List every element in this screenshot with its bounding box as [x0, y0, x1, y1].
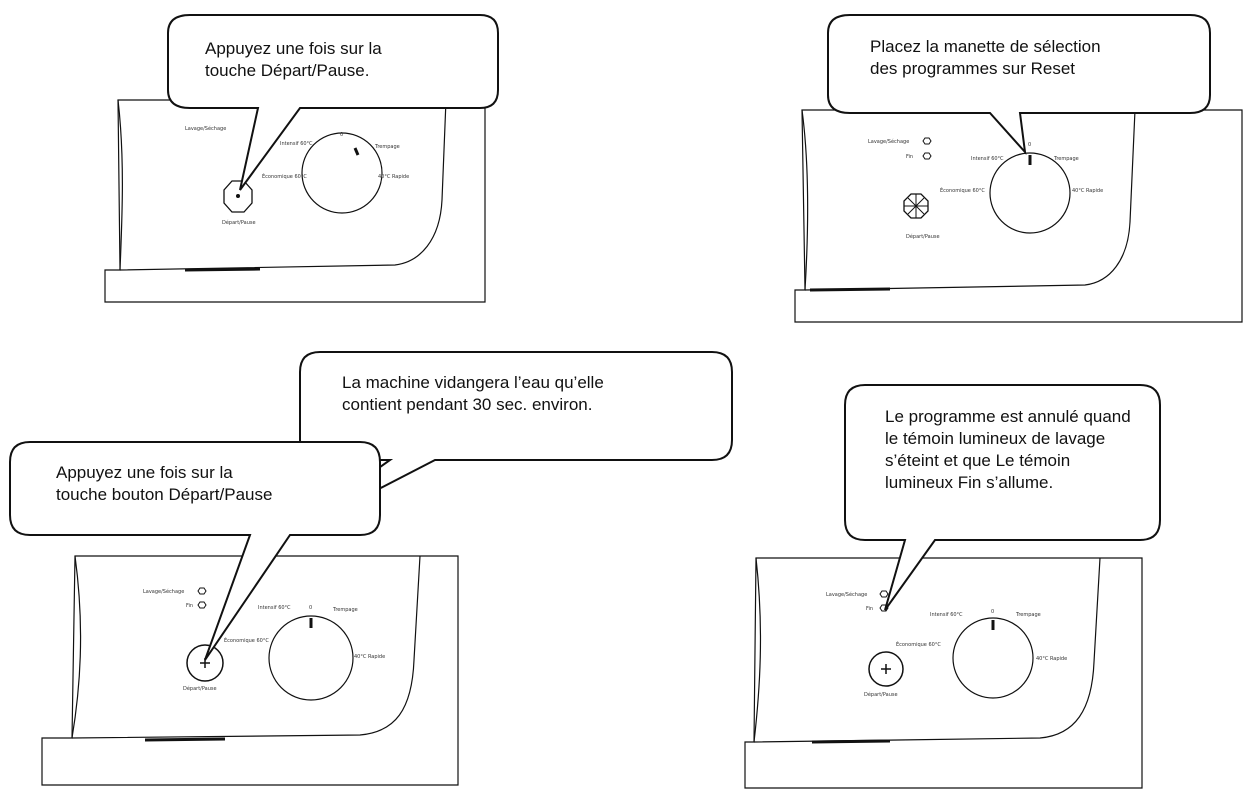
callout-text-3: Appuyez une fois sur la touche bouton Dé… [56, 463, 273, 504]
callout-bubble-4 [844, 384, 1161, 611]
callout-bubble-2 [827, 14, 1211, 156]
control-panel-outline [104, 99, 486, 303]
dial-label-eco: Économique 60°C [224, 636, 269, 644]
panel-1: 0 Trempage 40°C Rapide Économique 60°C I… [0, 0, 620, 320]
panel-dark-edge [811, 739, 891, 744]
panel-dark-edge [144, 737, 226, 742]
panel-4: 0 Trempage 40°C Rapide Économique 60°C I… [740, 370, 1260, 792]
indicator-label-fin: Fin [906, 154, 913, 160]
panel-4-drawing: 0 Trempage 40°C Rapide Économique 60°C I… [744, 384, 1161, 789]
indicator-label-wash: Lavage/Séchage [826, 591, 867, 598]
dial-label-intensive: Intensif 60°C [280, 141, 313, 147]
panel-left-edge [801, 109, 809, 291]
button-label: Départ/Pause [222, 219, 256, 226]
panel-curve [71, 555, 421, 739]
control-panel-outline [744, 557, 1143, 789]
start-pause-button[interactable] [903, 193, 929, 219]
dial-label-rinse: Trempage [332, 607, 358, 613]
dial-label-rapid: 40°C Rapide [378, 174, 409, 180]
program-dial[interactable] [989, 152, 1071, 234]
panel-left-edge [753, 557, 762, 743]
fin-indicator-icon [197, 601, 207, 609]
dial-label-rinse: Trempage [374, 144, 400, 150]
button-center-dot [236, 194, 240, 198]
dial-label-rinse: Trempage [1053, 156, 1079, 162]
indicator-label-wash: Lavage/Séchage [868, 138, 909, 145]
dial-label-zero: 0 [1028, 142, 1031, 148]
button-label: Départ/Pause [906, 233, 940, 240]
panel-1-drawing: 0 Trempage 40°C Rapide Économique 60°C I… [104, 14, 499, 303]
dial-label-eco: Économique 60°C [896, 640, 941, 648]
panel-dark-edge [184, 267, 261, 272]
dial-label-zero: 0 [340, 132, 343, 138]
callout-bubble-3 [9, 441, 381, 661]
dial-label-zero: 0 [991, 609, 994, 615]
panel-2: 0 Trempage 40°C Rapide Économique 60°C I… [630, 0, 1260, 330]
program-dial[interactable] [268, 615, 354, 701]
indicator-label-wash: Lavage/Séchage [143, 588, 184, 595]
panel-dark-edge [809, 287, 891, 292]
panel-curve [804, 109, 1136, 291]
dial-label-intensive: Intensif 60°C [971, 156, 1004, 162]
dial-label-rapid: 40°C Rapide [354, 654, 385, 660]
panel-left-edge [117, 99, 123, 271]
callout-bubble-1 [167, 14, 499, 191]
callout-text-3-top: La machine vidangera l’eau qu’elle conti… [342, 373, 604, 414]
fin-indicator-icon [922, 152, 932, 160]
panel-2-drawing: 0 Trempage 40°C Rapide Économique 60°C I… [794, 14, 1243, 323]
wash-indicator-icon [197, 587, 207, 595]
start-pause-button[interactable] [186, 644, 224, 682]
wash-indicator-icon [879, 590, 889, 598]
dial-label-intensive: Intensif 60°C [258, 605, 291, 611]
dial-pointer [353, 147, 360, 156]
panel-3: 0 Trempage 40°C Rapide Économique 60°C I… [0, 330, 740, 792]
dial-label-rapid: 40°C Rapide [1072, 188, 1103, 194]
panel-curve [753, 557, 1101, 743]
panel-curve [119, 99, 447, 271]
dial-label-zero: 0 [309, 605, 312, 611]
wash-indicator-icon [922, 137, 932, 145]
indicator-label-wash: Lavage/Séchage [185, 125, 226, 132]
dial-label-intensive: Intensif 60°C [930, 612, 963, 618]
dial-label-rinse: Trempage [1015, 612, 1041, 618]
program-dial[interactable] [301, 132, 383, 214]
indicator-label-fin: Fin [186, 603, 193, 609]
program-dial[interactable] [952, 617, 1034, 699]
button-label: Départ/Pause [183, 685, 217, 692]
callout-text-4: Le programme est annulé quand le témoin … [885, 407, 1131, 492]
dial-label-rapid: 40°C Rapide [1036, 656, 1067, 662]
panel-3-drawing: 0 Trempage 40°C Rapide Économique 60°C I… [9, 351, 733, 786]
callout-text-2: Placez la manette de sélection des progr… [870, 37, 1101, 78]
callout-text-1: Appuyez une fois sur la touche Départ/Pa… [205, 39, 382, 80]
indicator-label-fin: Fin [866, 606, 873, 612]
panel-left-edge [71, 555, 82, 739]
dial-label-eco: Économique 60°C [940, 186, 985, 194]
start-pause-button[interactable] [868, 651, 904, 687]
button-label: Départ/Pause [864, 691, 898, 698]
dial-label-eco: Économique 60°C [262, 172, 307, 180]
